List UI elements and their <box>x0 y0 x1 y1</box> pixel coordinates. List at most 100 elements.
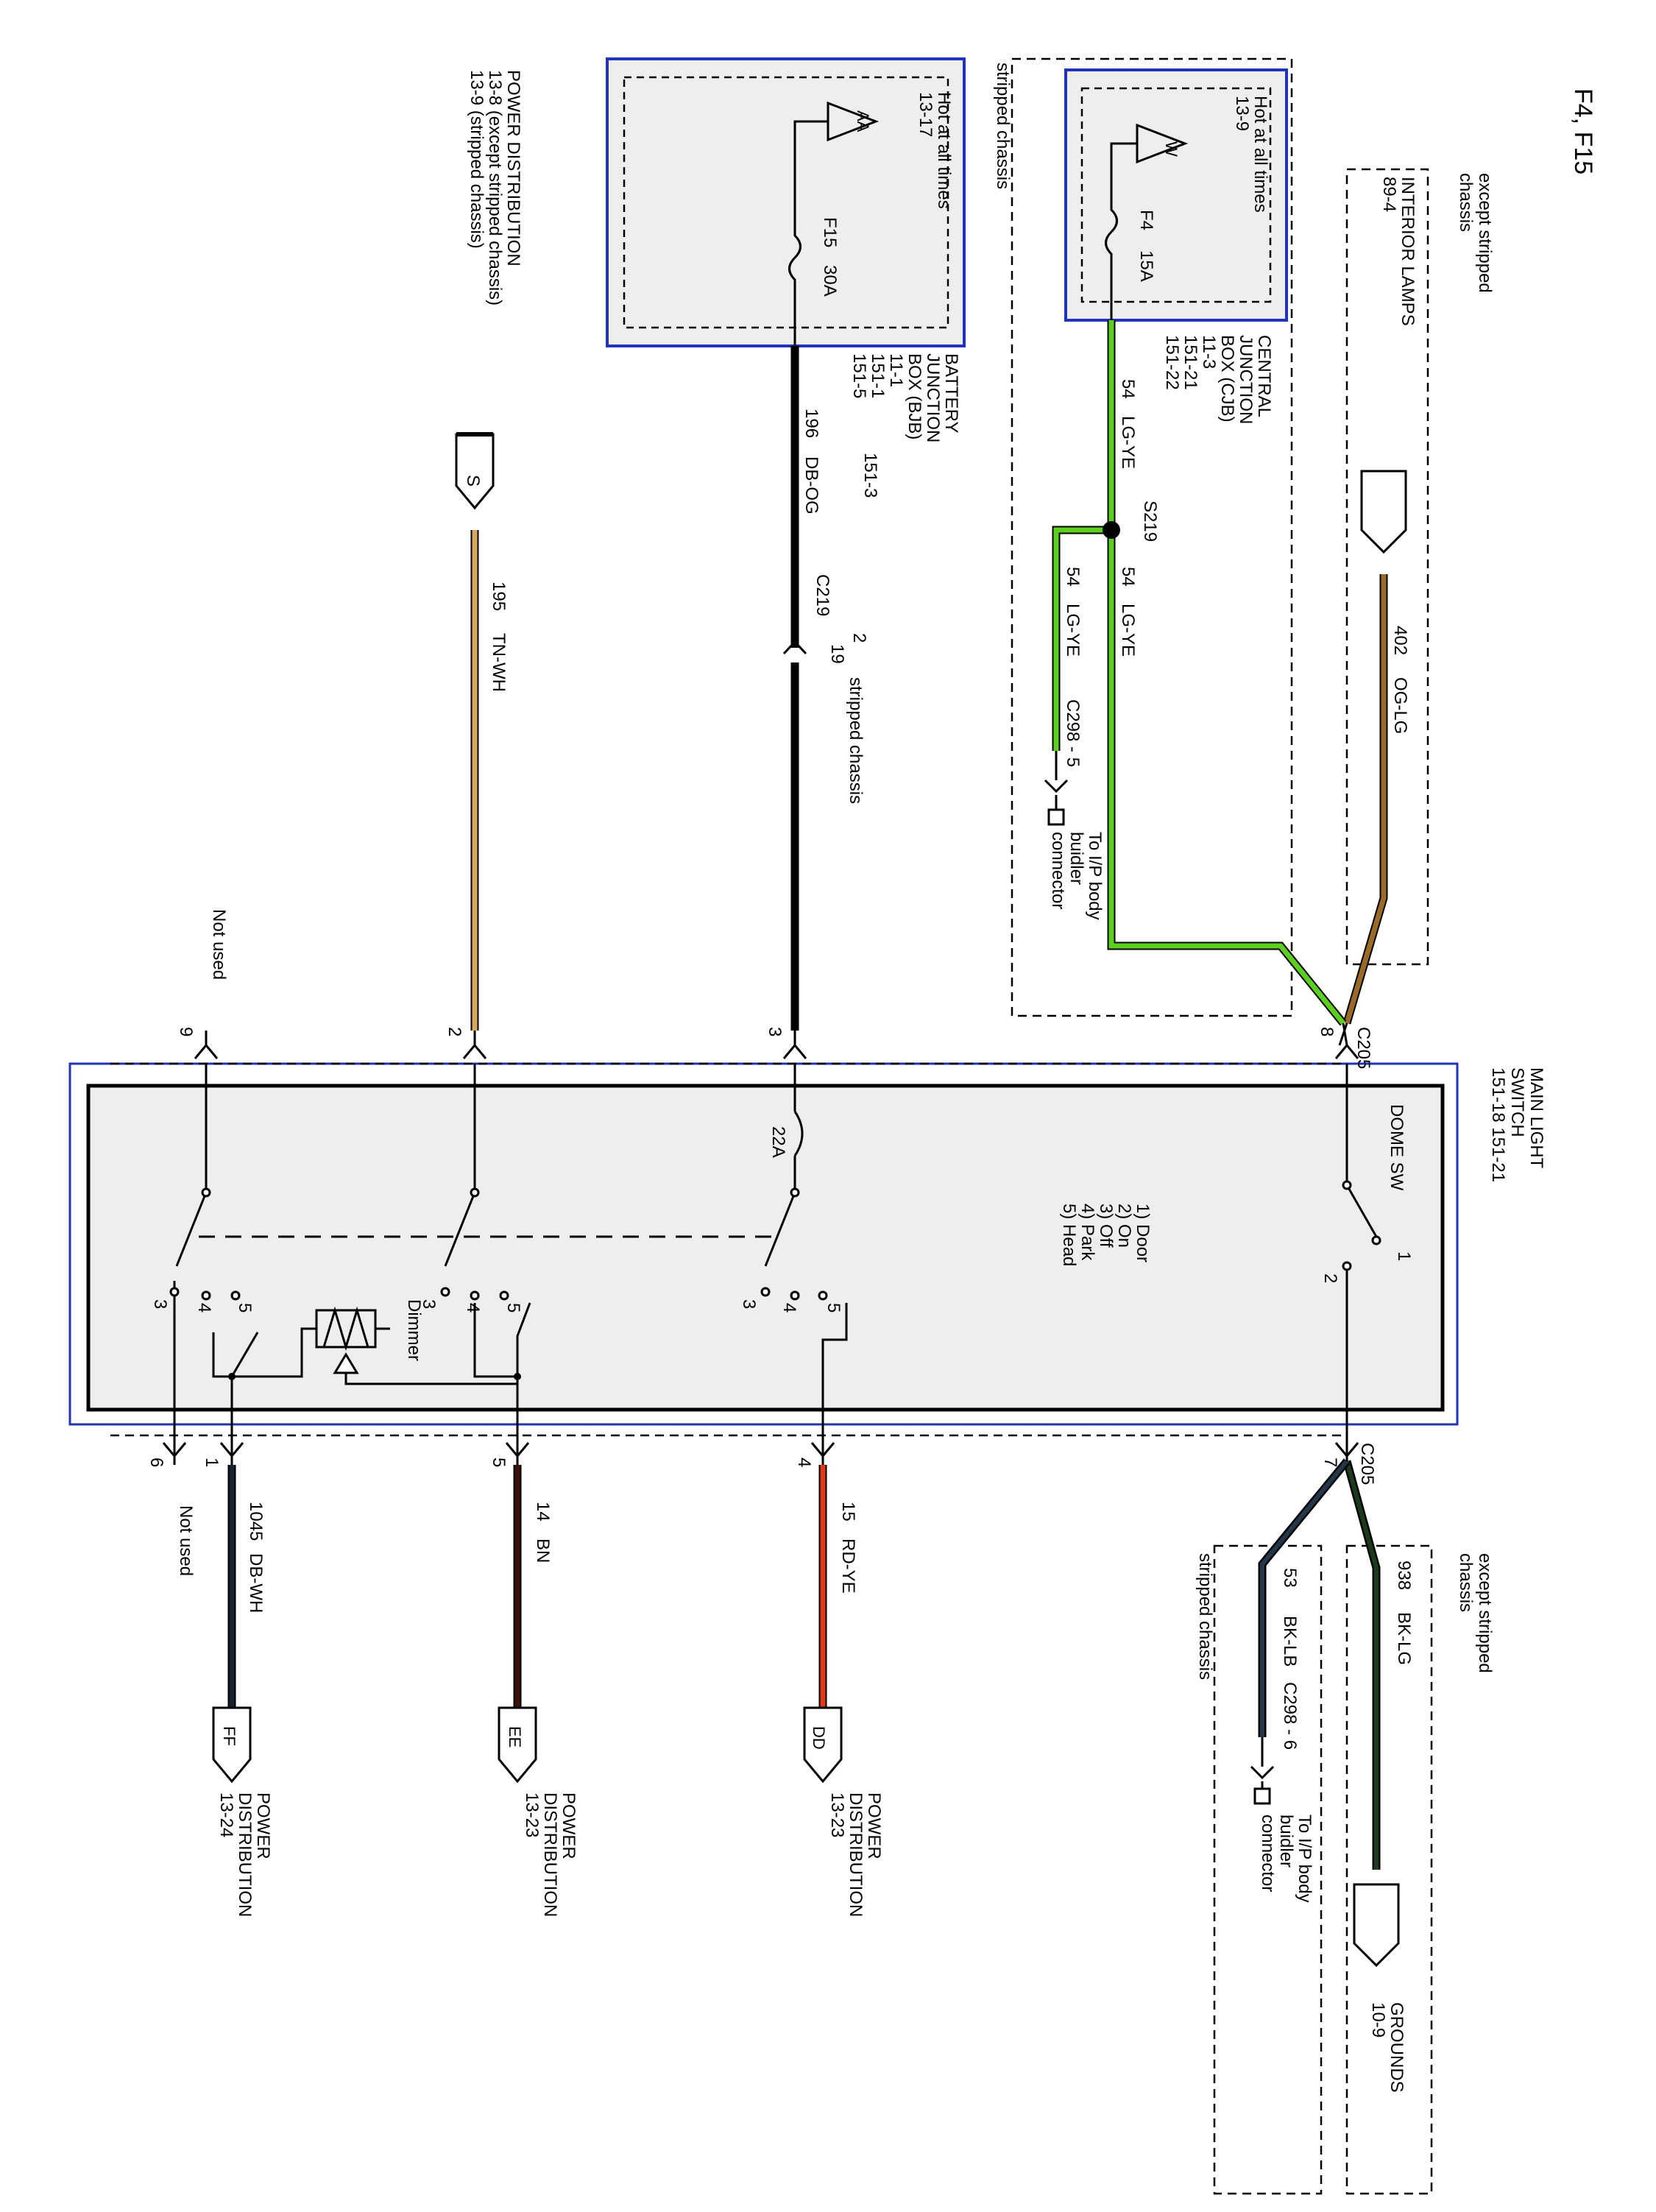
pd-s-letter: S <box>463 475 483 487</box>
pin-top-8: 8 <box>1317 1027 1337 1036</box>
grounds-condition-1: chassis <box>1456 1553 1476 1612</box>
pd-ff-2: 13-24 <box>216 1792 236 1837</box>
w14-num: 14 <box>533 1502 553 1522</box>
cjb-rating: 15A <box>1136 250 1156 282</box>
interior-lamps-region <box>1345 168 1429 966</box>
grounds-ref: 10-9 <box>1368 2002 1388 2038</box>
contact-5-b: 5 <box>503 1303 523 1312</box>
switch-name-2: 151-18 151-21 <box>1488 1067 1508 1182</box>
dome-sw: DOME SW <box>1387 1104 1406 1191</box>
pd-s-1: 13-8 (except stripped chassis) <box>485 70 505 305</box>
main-light-switch <box>68 1062 1459 1437</box>
fuse-f4 <box>1105 123 1189 320</box>
stripped-chassis-note: stripped chassis <box>993 63 1013 189</box>
c219-name: C219 <box>813 574 832 616</box>
pd-ee-letter: EE <box>506 1726 524 1748</box>
cjb-name-2: BOX (CJB) <box>1217 335 1237 423</box>
pd-dd-0: POWER <box>864 1792 884 1859</box>
fuse-f15 <box>788 101 880 346</box>
connector-chevrons <box>162 640 1359 1780</box>
w54c-color: LG-YE <box>1063 604 1083 657</box>
cjb-name-0: CENTRAL <box>1254 335 1274 417</box>
ip-body-top-2: connector <box>1048 832 1068 909</box>
switch-position-1: 2) On <box>1114 1204 1134 1248</box>
pin-bottom-6: 6 <box>146 1457 166 1467</box>
cjb-hot-note: Hot at all times <box>1250 96 1270 213</box>
contact-3-c: 3 <box>150 1299 170 1309</box>
stripped-chassis-region <box>1011 57 1293 1017</box>
wire-402 <box>1338 574 1388 1046</box>
pin-top-9: 9 <box>176 1027 196 1036</box>
bjb-hot-note: Hot at all times <box>934 92 954 209</box>
splice-s219 <box>1103 521 1120 539</box>
contact-4-c: 4 <box>194 1303 214 1312</box>
dimmer-label: Dimmer <box>404 1299 424 1361</box>
page-refs <box>212 432 1407 1968</box>
contact-4-a: 4 <box>779 1303 799 1312</box>
w1045-color: DB-WH <box>246 1553 266 1613</box>
w14-color: BN <box>533 1538 553 1563</box>
cjb-fuse: F4 <box>1136 210 1156 230</box>
wire-54-main <box>1107 320 1348 1046</box>
switch-contact-points <box>169 1180 1381 1301</box>
not-used-bottom: Not used <box>176 1505 196 1576</box>
interior-lamps-condition-0: except stripped <box>1475 173 1495 293</box>
bjb-name-4: 151-1 <box>868 353 888 398</box>
w54c-num: 54 <box>1063 567 1083 587</box>
contact-3-a: 3 <box>739 1299 759 1309</box>
grounds-condition-0: except stripped <box>1475 1553 1495 1673</box>
cjb-hot-ref: 13-9 <box>1232 96 1252 131</box>
w196-color: DB-OG <box>802 456 821 515</box>
switch-name-0: MAIN LIGHT <box>1526 1067 1546 1169</box>
wire-54-branch <box>1047 526 1111 826</box>
pd-ff-0: POWER <box>253 1792 273 1859</box>
bjb-module <box>606 57 966 347</box>
bjb-name-0: BATTERY <box>941 353 961 433</box>
w15-color: RD-YE <box>838 1538 858 1594</box>
w402-num: 402 <box>1390 626 1410 655</box>
dome-pin-2: 2 <box>1320 1273 1340 1283</box>
cjb-name-3: 11-3 <box>1199 335 1219 369</box>
bjb-name-3: 11-1 <box>886 353 906 387</box>
ip-body-top-0: To I/P body <box>1085 832 1105 920</box>
bjb-name-1: JUNCTION <box>923 353 943 442</box>
breaker-label: 22A <box>768 1126 788 1158</box>
pd-ee-1: DISTRIBUTION <box>540 1792 560 1917</box>
svg-text:F4, F15: F4, F15 <box>1569 88 1597 174</box>
switch-junctions <box>228 1373 521 1380</box>
cjb-name-1: JUNCTION <box>1236 335 1256 424</box>
ip-body-bottom-0: To I/P body <box>1295 1815 1314 1903</box>
wire-53 <box>1253 1458 1351 1805</box>
w53-color: BK-LB <box>1280 1616 1300 1667</box>
w54b-color: LG-YE <box>1118 604 1138 657</box>
bjb-name-2: BOX (BJB) <box>905 353 924 439</box>
switch-position-0: 1) Door <box>1133 1204 1153 1262</box>
pd-ff-1: DISTRIBUTION <box>235 1792 255 1917</box>
pd-ee-2: 13-23 <box>522 1792 542 1837</box>
page-title: F4, F15 <box>1569 88 1597 174</box>
w1045-num: 1045 <box>246 1502 266 1541</box>
pd-dd-2: 13-23 <box>827 1792 847 1837</box>
w938-color: BK-LG <box>1394 1612 1414 1665</box>
wire-938 <box>1342 1460 1381 1870</box>
c298-top: C298 - 5 <box>1063 699 1083 767</box>
stripped-chassis-bottom-region <box>1213 1544 1323 2195</box>
contact-3-b: 3 <box>419 1299 439 1309</box>
splice-label: S219 <box>1140 501 1160 542</box>
c205-bottom: C205 <box>1357 1443 1377 1485</box>
w195-num: 195 <box>489 582 509 611</box>
pin-bottom-7: 7 <box>1320 1457 1340 1467</box>
cjb-module <box>1064 68 1288 322</box>
switch-position-4: 5) Head <box>1059 1204 1079 1266</box>
dome-pin-1: 1 <box>1394 1251 1414 1261</box>
pd-ee-0: POWER <box>559 1792 578 1859</box>
pin-top-2: 2 <box>445 1027 464 1036</box>
w15-num: 15 <box>838 1502 858 1522</box>
w938-num: 938 <box>1394 1561 1414 1590</box>
stripped-chassis-bottom: stripped chassis <box>1195 1553 1215 1680</box>
c219-pin-top: 2 <box>849 633 869 643</box>
w54a-num: 54 <box>1118 379 1138 399</box>
w195-color: TN-WH <box>489 633 509 692</box>
